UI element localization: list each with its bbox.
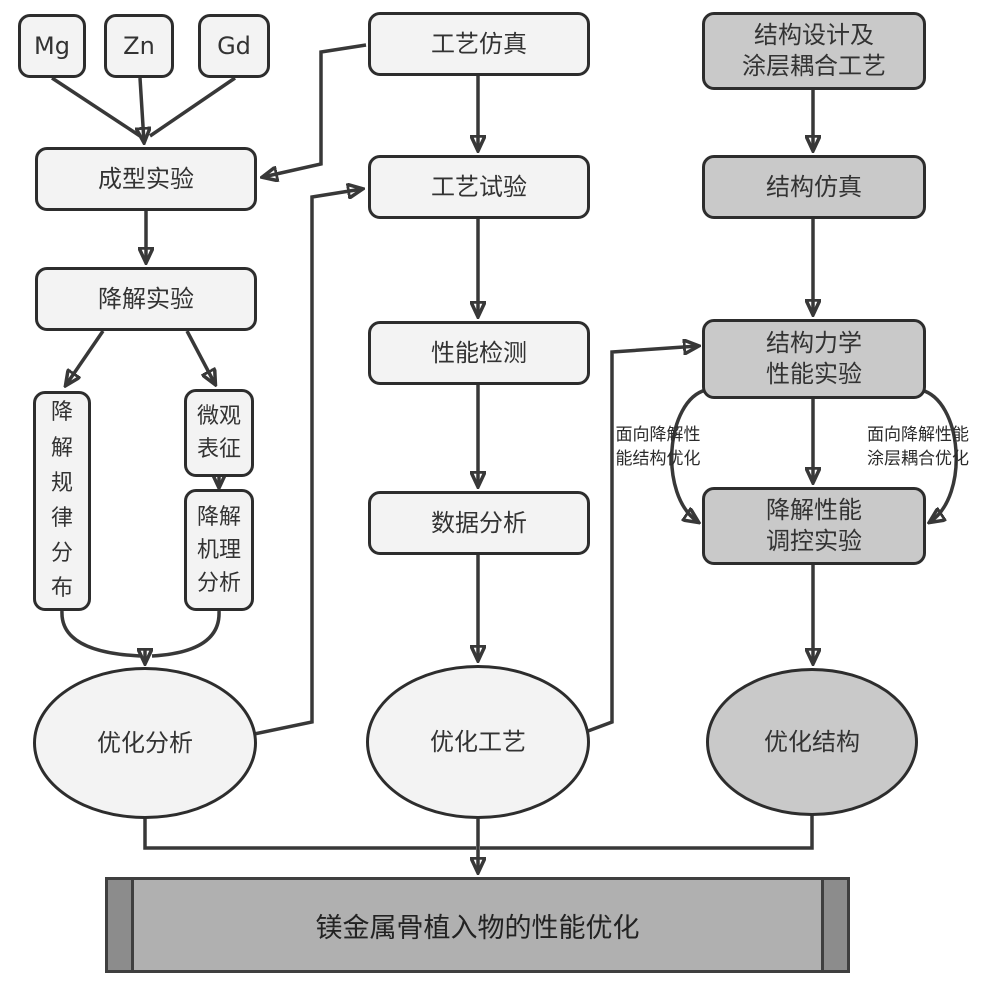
node-process-simulation: 工艺仿真 xyxy=(368,12,590,76)
bar-cap-left xyxy=(108,880,134,970)
bar-cap-right xyxy=(821,880,847,970)
node-degradation-law-distribution: 降 解 规 律 分 布 xyxy=(33,391,91,611)
result-bar-label: 镁金属骨植入物的性能优化 xyxy=(315,912,640,944)
node-degradation-experiment: 降解实验 xyxy=(35,267,257,331)
node-optimize-analysis: 优化分析 xyxy=(33,667,257,819)
result-bar: 镁金属骨植入物的性能优化 xyxy=(105,877,850,973)
node-structure-design-coating: 结构设计及 涂层耦合工艺 xyxy=(702,12,926,90)
node-optimize-process: 优化工艺 xyxy=(366,665,590,819)
node-structure-simulation: 结构仿真 xyxy=(702,155,926,219)
node-degradation-mechanism-analysis: 降解 机理 分析 xyxy=(184,489,254,611)
node-performance-test: 性能检测 xyxy=(368,321,590,385)
node-structure-mechanics-experiment: 结构力学 性能实验 xyxy=(702,319,926,399)
node-zn: Zn xyxy=(104,14,174,78)
node-process-trial: 工艺试验 xyxy=(368,155,590,219)
node-data-analysis: 数据分析 xyxy=(368,491,590,555)
node-micro-characterization: 微观 表征 xyxy=(184,389,254,477)
annotation-structure-optimization: 面向降解性 能结构优化 xyxy=(615,425,701,469)
annotation-coating-optimization: 面向降解性能 涂层耦合优化 xyxy=(867,425,969,469)
node-degradation-control-experiment: 降解性能 调控实验 xyxy=(702,487,926,565)
node-gd: Gd xyxy=(198,14,270,78)
node-mg: Mg xyxy=(18,14,86,78)
node-forming-experiment: 成型实验 xyxy=(35,147,257,211)
node-optimize-structure: 优化结构 xyxy=(706,668,918,816)
